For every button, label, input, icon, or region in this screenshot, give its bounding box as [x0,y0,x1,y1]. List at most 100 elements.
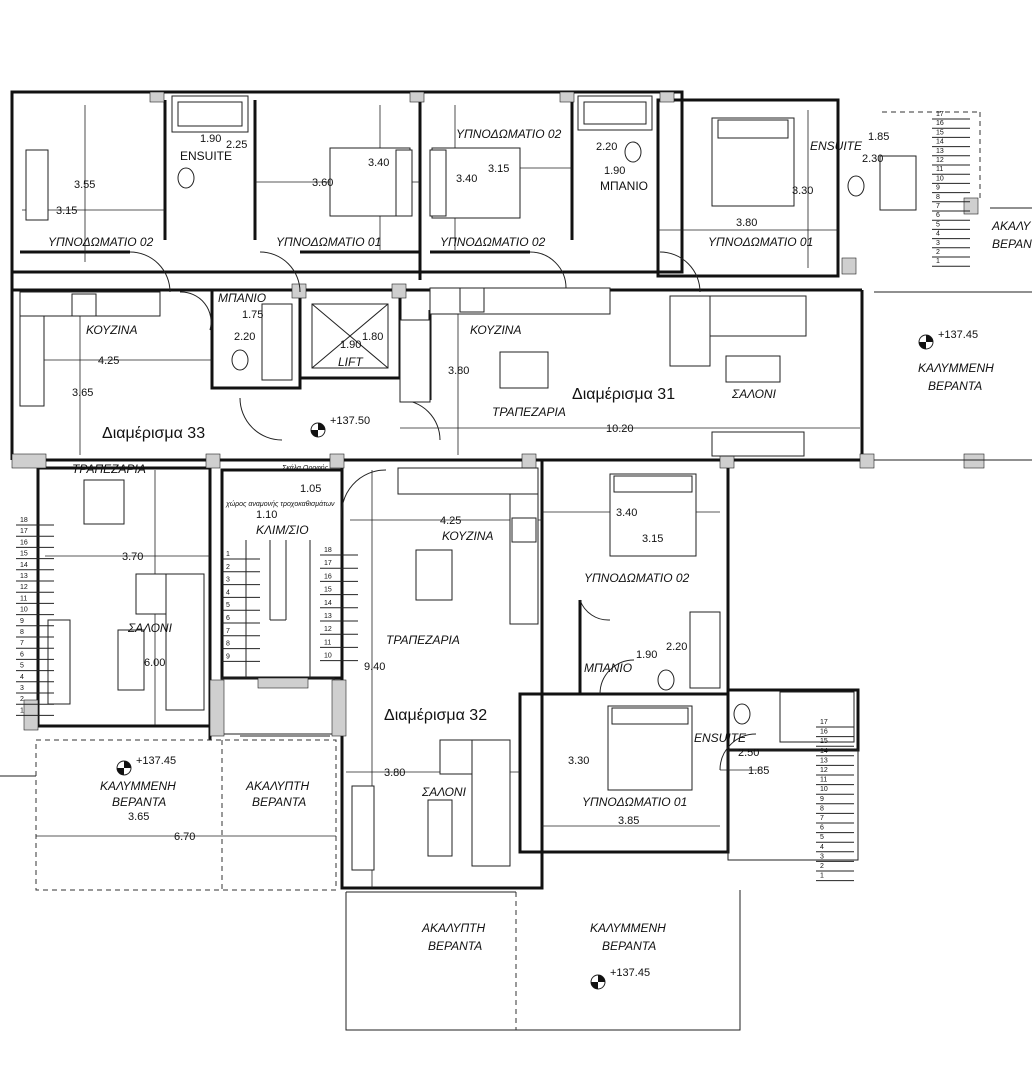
stair-step-number: 18 [324,547,332,554]
stair-step-number: 16 [324,573,332,580]
dimension-label: 1.90 [604,165,625,177]
stair-step-number: 17 [20,528,28,535]
stair-step-number: 8 [936,194,940,201]
dimension-label: 3.85 [618,815,639,827]
stair-step-number: 2 [20,696,24,703]
dimension-label: 2.20 [234,331,255,343]
veranda-left-label-1: ΚΑΛΥΜΜΕΝΗ [100,779,176,793]
stair-step-number: 7 [20,640,24,647]
dimension-label: 2.30 [862,153,883,165]
stair-step-number: 13 [820,757,828,764]
dimension-label: 3.80 [384,767,405,779]
bath-32-label: ΜΠΑΝΙΟ [584,661,632,675]
stair-step-number: 3 [820,853,824,860]
dimension-label: 3.65 [128,811,149,823]
dimension-label: 3.65 [72,387,93,399]
dimension-label: 2.50 [738,747,759,759]
living-31-label: ΣΑΛΟΝΙ [731,387,777,401]
dimension-labels: 1.90 2.25 3.55 3.15 3.40 3.60 3.40 3.15 … [56,131,889,843]
level-markers [116,334,934,990]
stair-step-number: 15 [820,738,828,745]
bedroom-02-top-upper-label: ΥΠΝΟΔΩΜΑΤΙΟ 02 [456,127,562,141]
stair-step-number: 17 [936,111,944,118]
open-left-label-2: ΒΕΡΑΝΤΑ [252,795,306,809]
dimension-label: 2.25 [226,139,247,151]
dimension-label: 3.60 [312,177,333,189]
stair-step-number: 15 [20,551,28,558]
stair-step-number: 1 [226,551,230,558]
ensuite-top-right-label: ENSUITE [810,139,863,153]
open-left-label-1: ΑΚΑΛΥΠΤΗ [245,779,309,793]
stair-step-number: 6 [936,212,940,219]
stair-step-number: 2 [820,863,824,870]
kitchen-32-label: ΚΟΥΖΙΝΑ [442,529,493,543]
column-hatches [11,91,985,737]
stair-step-number: 12 [20,584,28,591]
dimension-label: 3.40 [616,507,637,519]
dimension-label: 3.15 [488,163,509,175]
stair-step-number: 10 [936,175,944,182]
dimension-label: 6.70 [174,831,195,843]
dimension-label: 3.70 [122,551,143,563]
kitchen-31-label: ΚΟΥΖΙΝΑ [470,323,521,337]
stair-step-number: 12 [936,157,944,164]
stair-step-number: 13 [20,573,28,580]
veranda-left-label-2: ΒΕΡΑΝΤΑ [112,795,166,809]
stair-step-number: 5 [820,834,824,841]
dimension-label: 4.25 [98,355,119,367]
stair-step-number: 8 [226,641,230,648]
dimension-label: 3.40 [456,173,477,185]
apartment-31-label: Διαμέρισμα 31 [572,386,675,403]
stair-step-numbers: 1234567891817161514131211101716151413121… [16,111,970,882]
apartment-32-label: Διαμέρισμα 32 [384,707,487,724]
stair-step-number: 18 [20,517,28,524]
veranda-right-label-2: ΒΕΡΑΝΤΑ [928,379,982,393]
stair-step-number: 13 [324,613,332,620]
stair-step-number: 11 [820,777,827,784]
stair-step-number: 1 [936,258,940,265]
stairs-label: ΚΛΙΜ/ΣΙΟ [256,523,309,537]
stair-step-number: 16 [20,539,28,546]
dimension-label: 3.80 [736,217,757,229]
stair-step-number: 4 [820,844,824,851]
stair-step-number: 16 [936,120,944,127]
stair-step-number: 1 [20,707,24,714]
stair-step-number: 14 [20,562,28,569]
dimension-label: 6.00 [144,657,165,669]
living-32-label: ΣΑΛΟΝΙ [421,785,467,799]
dimension-label: 1.85 [748,765,769,777]
stair-step-number: 15 [324,587,332,594]
stair-step-number: 11 [936,166,943,173]
stair-step-number: 17 [324,560,332,567]
dining-31-label: ΤΡΑΠΕΖΑΡΙΑ [492,405,566,419]
bedroom-02-top-left-label: ΥΠΝΟΔΩΜΑΤΙΟ 02 [48,235,154,249]
level-right-label: +137.45 [938,329,978,341]
furniture [19,95,917,871]
stair-step-number: 16 [820,729,828,736]
dimension-label: 1.80 [362,331,383,343]
bedroom-01-apt32-label: ΥΠΝΟΔΩΜΑΤΙΟ 01 [582,795,687,809]
bedroom-01-top-right-label: ΥΠΝΟΔΩΜΑΤΙΟ 01 [708,235,813,249]
dimension-label: 10.20 [606,423,634,435]
stair-step-number: 5 [936,221,940,228]
stair-step-number: 14 [820,748,828,755]
stair-step-number: 11 [324,639,331,646]
ensuite-32-label: ENSUITE [694,731,747,745]
stair-step-number: 6 [20,651,24,658]
dimension-label: 2.20 [666,641,687,653]
stair-step-number: 5 [20,663,24,670]
stair-step-number: 9 [936,185,940,192]
waiting-area-label: χώρος αναμονής τροχοκαθισμάτων [225,500,335,508]
apartment-33-label: Διαμέρισμα 33 [102,425,205,442]
stair-step-number: 5 [226,602,230,609]
stair-step-number: 3 [20,685,24,692]
veranda-bottom-label-1: ΚΑΛΥΜΜΕΝΗ [590,921,666,935]
bedroom-02-top-mid-label: ΥΠΝΟΔΩΜΑΤΙΟ 02 [440,235,546,249]
stair-step-number: 4 [226,589,230,596]
dimension-label: 4.25 [440,515,461,527]
stair-step-number: 10 [820,786,828,793]
dimension-label: 9.40 [364,661,385,673]
stair-step-number: 3 [226,577,230,584]
veranda-outlines [0,111,1032,1031]
